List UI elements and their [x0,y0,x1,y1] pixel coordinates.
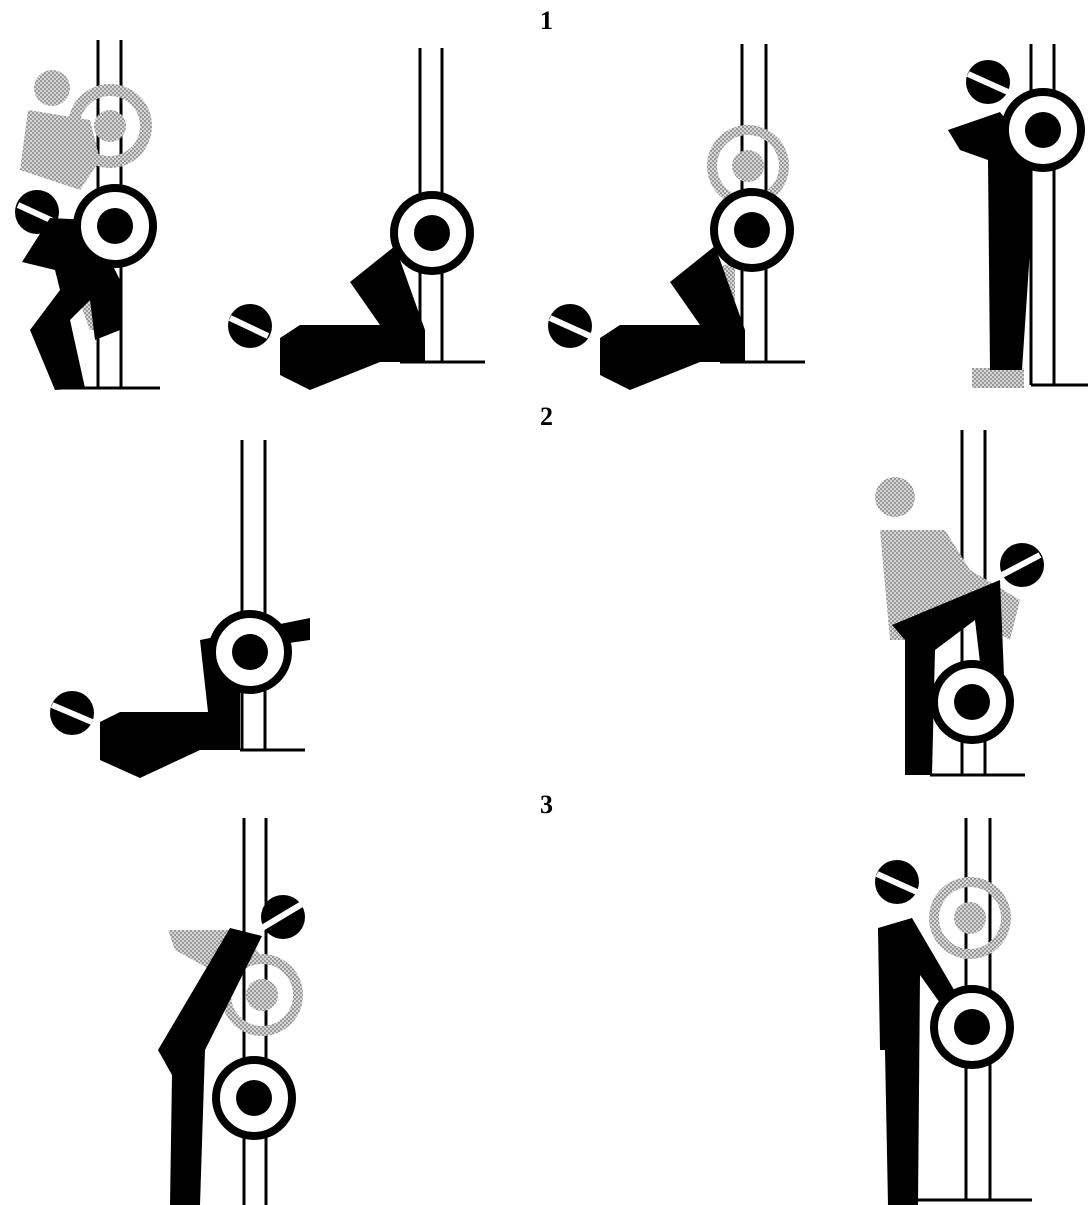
weight-plate-icon [216,1060,292,1136]
panel-seated-lift [228,48,485,390]
panel-seated-lift-2 [50,440,310,778]
panel-bent-over-lift [875,430,1044,775]
weight-plate-icon [714,192,790,268]
panel-lean-lift [158,818,305,1205]
weight-plate-icon [212,614,288,690]
ghost-figure [934,882,1006,954]
weight-plate-icon [1005,92,1081,168]
weight-plate-icon [77,188,153,264]
panel-seated-lift-shadow [548,44,805,390]
panel-squat-start [15,40,160,390]
weight-plate-icon [394,195,470,271]
lifter-figure [228,246,425,390]
lifter-figure [548,246,745,390]
panel-standing-lift [948,44,1088,388]
weight-plate-icon [934,989,1010,1065]
weight-plate-icon [934,664,1010,740]
panel-standing-lift-2 [875,818,1032,1205]
ghost-feet [972,368,1024,388]
